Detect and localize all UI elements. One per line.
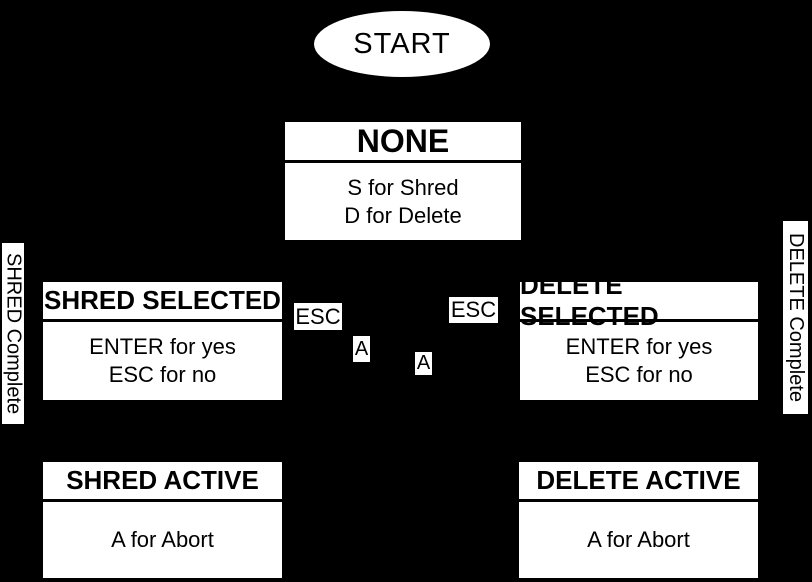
state-node-shred-selected-title: SHRED SELECTED [43,282,282,322]
state-node-shred-selected-line: ENTER for yes [89,334,236,359]
state-node-shred-selected: SHRED SELECTED ENTER for yes ESC for no [43,282,282,400]
state-node-shred-active-line: A for Abort [111,527,214,552]
state-node-delete-selected-line: ESC for no [585,362,693,387]
state-node-delete-selected-line: ENTER for yes [565,334,713,359]
edge-label-shred-complete: SHRED Complete [2,243,25,424]
state-node-delete-selected-title: DELETE SELECTED [520,270,758,331]
edge-label-esc-left: ESC [294,303,342,330]
state-node-shred-active: SHRED ACTIVE A for Abort [43,462,282,578]
edge-label-delete-complete: DELETE Complete [783,221,808,414]
state-node-shred-active-title: SHRED ACTIVE [43,462,282,502]
edge-label-esc-right: ESC [449,297,498,323]
state-node-none-title: NONE [285,122,521,163]
state-node-shred-active-body: A for Abort [43,502,282,578]
state-node-none-line: S for Shred [347,174,459,200]
state-node-delete-selected-body: ENTER for yes ESC for no [520,322,758,400]
state-node-delete-active-line: A for Abort [587,527,690,552]
state-node-shred-selected-body: ENTER for yes ESC for no [43,322,282,400]
edge-label-abort-right: A [415,352,432,375]
state-node-delete-selected: DELETE SELECTED ENTER for yes ESC for no [520,270,758,400]
state-node-delete-active-body: A for Abort [519,502,758,578]
state-node-shred-selected-line: ESC for no [108,362,217,387]
start-node-label: START [353,27,451,60]
state-node-none-body: S for Shred D for Delete [285,163,521,240]
state-node-none-line: D for Delete [344,202,462,228]
state-node-delete-active-title: DELETE ACTIVE [519,462,758,502]
state-node-delete-active: DELETE ACTIVE A for Abort [519,462,758,578]
state-node-none: NONE S for Shred D for Delete [285,122,521,240]
edge-label-abort-left: A [353,336,370,362]
start-node: START [314,11,490,77]
